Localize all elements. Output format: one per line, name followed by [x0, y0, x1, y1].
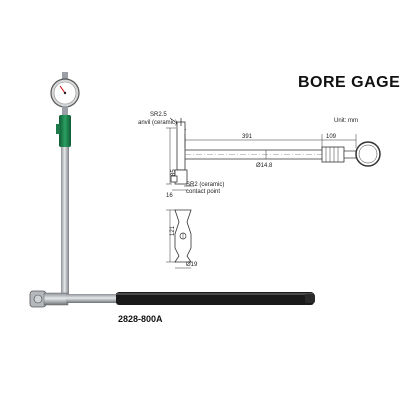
dim-121: 121 [170, 225, 176, 236]
dial-stem-top [62, 72, 68, 80]
dim-shaft-diameter: Ø14.8 [256, 163, 273, 169]
contact-radius-label: SR2 (ceramic) [186, 182, 224, 188]
unit-label: Unit: mm [334, 118, 358, 124]
black-grip [116, 292, 314, 305]
dim-391: 391 [242, 134, 253, 140]
anvil-note: anvil (ceramic) [138, 120, 177, 126]
head-body [176, 121, 186, 171]
collar [321, 146, 345, 163]
green-holder [59, 115, 71, 147]
horizontal-shaft [66, 294, 118, 303]
dial-stem-bottom [62, 106, 68, 115]
dial-indicator [50, 72, 80, 115]
model-number: 2828-800A [118, 314, 163, 324]
page-title: BORE GAGES [298, 74, 400, 91]
vertical-shaft [61, 147, 69, 295]
dim-16: 16 [166, 193, 173, 199]
holder-clamp [56, 124, 60, 134]
contact-note: contact point [186, 189, 220, 195]
dial-outline [355, 141, 381, 167]
contact-point [170, 175, 178, 183]
measuring-head [29, 290, 69, 308]
dim-handle-diameter: Ø19 [186, 262, 198, 268]
anvil-radius-label: SR2.5 [150, 112, 167, 118]
dial-needle [59, 85, 66, 94]
dim-85: 85 [171, 169, 177, 176]
handle-drawing [174, 209, 192, 263]
dim-109: 109 [326, 134, 337, 140]
